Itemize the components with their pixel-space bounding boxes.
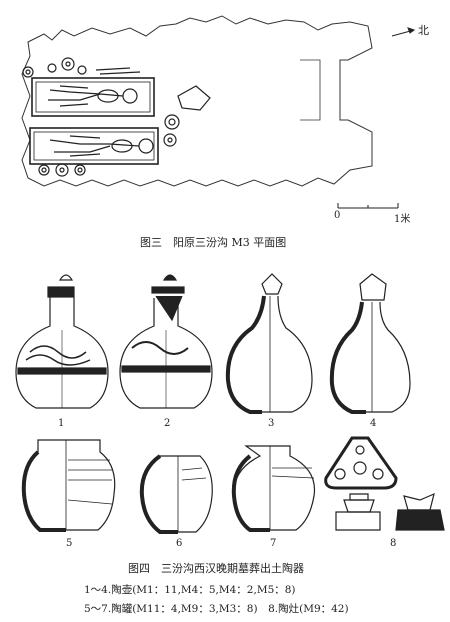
vessel-number-8: 8: [390, 538, 397, 549]
vessel-number-2: 2: [164, 418, 171, 429]
vessel-6-pot: [139, 454, 213, 534]
vessel-number-7: 7: [270, 538, 277, 549]
vessel-1-jar: [15, 274, 109, 409]
coffin-upper: [31, 77, 155, 117]
vessel-number-3: 3: [268, 418, 275, 429]
vessel-3-jar: [225, 273, 313, 414]
vessel-8-stove: [324, 436, 445, 531]
coffin-upper-inner: [35, 81, 151, 113]
vessel-5-pot: [21, 439, 116, 532]
vessel-number-6: 6: [176, 538, 183, 549]
vessel-number-5: 5: [66, 538, 73, 549]
figure4-legend-line1: 1～4.陶壶(M1：11,M4：5,M4：2,M5：8): [84, 584, 296, 596]
vessel-number-1: 1: [58, 418, 65, 429]
coffin-lower-inner: [33, 131, 155, 161]
tomb-inner-wall: [300, 59, 321, 121]
tomb-outline: [21, 15, 373, 187]
vessel-2-jar: [119, 274, 213, 409]
skeleton-lower: [49, 135, 154, 157]
skeleton-upper: [48, 85, 138, 107]
north-arrow-icon: [391, 27, 416, 37]
vessel-7-pot: [231, 445, 316, 532]
scale-label-one: 1米: [394, 214, 411, 225]
figure4-legend-line2: 5～7.陶罐(M11：4,M9：3,M3：8) 8.陶灶(M9：42): [84, 603, 349, 615]
north-label: 北: [418, 24, 429, 37]
vessel-number-4: 4: [370, 418, 377, 429]
vessel-4-jar: [329, 273, 411, 414]
scale-bar: [337, 203, 399, 209]
figure4-caption: 图四 三汾沟西汉晚期墓葬出土陶器: [128, 562, 304, 575]
grave-goods: [22, 57, 211, 177]
figure3-caption: 图三 阳原三汾沟 M3 平面图: [140, 236, 287, 249]
coffin-lower: [29, 127, 159, 165]
scale-label-zero: 0: [334, 210, 341, 221]
